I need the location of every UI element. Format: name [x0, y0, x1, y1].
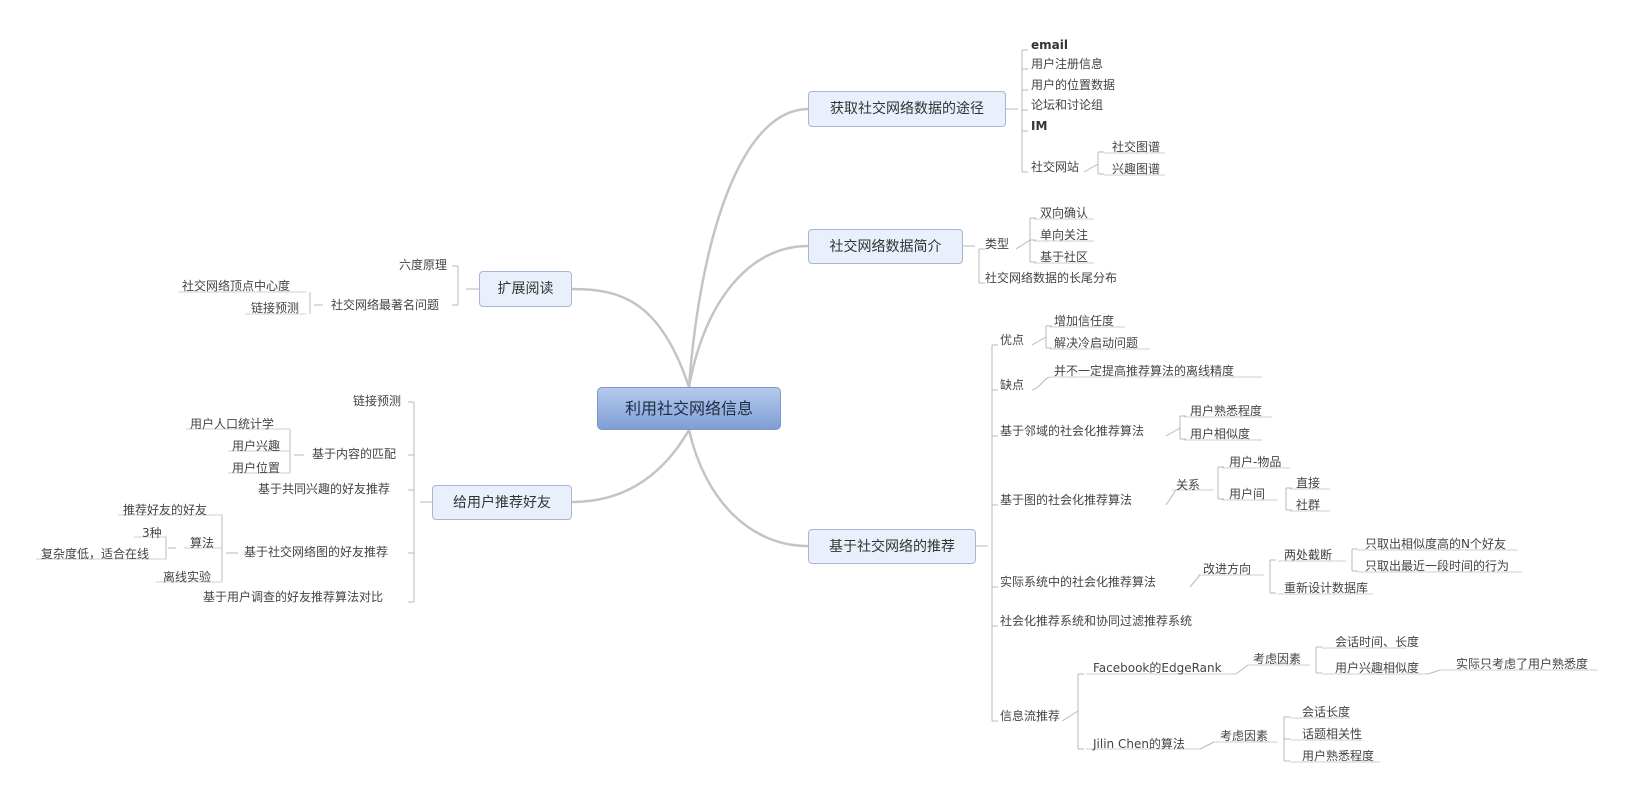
leaf-pros[interactable]: 优点 [1000, 333, 1025, 347]
topic-friend-recommend[interactable]: 给用户推荐好友 [432, 485, 572, 520]
leaf-cold-start[interactable]: 解决冷启动问题 [1054, 336, 1139, 350]
leaf-location-data[interactable]: 用户的位置数据 [1031, 78, 1116, 92]
leaf-recent-behavior[interactable]: 只取出最近一段时间的行为 [1365, 559, 1510, 573]
leaf-direct[interactable]: 直接 [1296, 476, 1321, 490]
leaf-neighborhood-algo[interactable]: 基于邻域的社会化推荐算法 [1000, 424, 1145, 438]
leaf-session-length[interactable]: 会话长度 [1302, 705, 1351, 719]
leaf-user-similarity[interactable]: 用户相似度 [1190, 427, 1251, 441]
link-graph-stem [1165, 489, 1177, 506]
leaf-forums[interactable]: 论坛和讨论组 [1031, 98, 1104, 112]
leaf-email[interactable]: email [1031, 38, 1068, 52]
leaf-common-interest[interactable]: 基于共同兴趣的好友推荐 [258, 482, 391, 496]
leaf-user-familiarity[interactable]: 用户熟悉程度 [1190, 404, 1263, 418]
link-feed-stem [1061, 710, 1079, 722]
link-pros-stem [1031, 336, 1047, 346]
leaf-cons[interactable]: 缺点 [1000, 378, 1025, 392]
leaf-community[interactable]: 社群 [1296, 498, 1321, 512]
leaf-feed-recommend[interactable]: 信息流推荐 [1000, 709, 1061, 723]
leaf-session-time[interactable]: 会话时间、长度 [1335, 635, 1420, 649]
leaf-social-site[interactable]: 社交网站 [1031, 160, 1080, 174]
leaf-user-user[interactable]: 用户间 [1229, 487, 1266, 501]
leaf-graph-friend[interactable]: 基于社交网络图的好友推荐 [244, 545, 389, 559]
leaf-only-familiarity[interactable]: 实际只考虑了用户熟悉度 [1456, 657, 1589, 671]
link-neigh-stem [1165, 427, 1181, 437]
leaf-social-vs-cf[interactable]: 社会化推荐系统和协同过滤推荐系统 [1000, 614, 1193, 628]
leaf-jc-familiarity[interactable]: 用户熟悉程度 [1302, 749, 1375, 763]
leaf-topic-relevance[interactable]: 话题相关性 [1302, 727, 1363, 741]
leaf-social-graph[interactable]: 社交图谱 [1112, 140, 1161, 154]
link-site-stem [1083, 163, 1099, 173]
leaf-user-item[interactable]: 用户-物品 [1229, 455, 1282, 469]
topic-data-intro[interactable]: 社交网络数据简介 [808, 229, 963, 264]
leaf-content-match[interactable]: 基于内容的匹配 [312, 447, 397, 461]
leaf-mutual-confirm[interactable]: 双向确认 [1040, 206, 1089, 220]
leaf-relation[interactable]: 关系 [1176, 478, 1201, 492]
leaf-offline-precision[interactable]: 并不一定提高推荐算法的离线精度 [1054, 364, 1235, 378]
leaf-demographics[interactable]: 用户人口统计学 [190, 417, 275, 431]
leaf-low-complexity[interactable]: 复杂度低，适合在线 [41, 547, 150, 561]
leaf-long-tail[interactable]: 社交网络数据的长尾分布 [985, 271, 1118, 285]
leaf-trust[interactable]: 增加信任度 [1054, 314, 1115, 328]
leaf-link-prediction[interactable]: 链接预测 [353, 394, 402, 408]
link-cons-stem [1031, 376, 1051, 391]
leaf-three-kinds[interactable]: 3种 [142, 526, 162, 540]
leaf-type[interactable]: 类型 [985, 237, 1010, 251]
leaf-link-prediction-reading[interactable]: 链接预测 [251, 301, 300, 315]
link-root-access [687, 107, 809, 388]
topic-extended-reading[interactable]: 扩展阅读 [479, 271, 572, 307]
leaf-interest-similarity[interactable]: 用户兴趣相似度 [1335, 661, 1420, 675]
leaf-top-n-friends[interactable]: 只取出相似度高的N个好友 [1365, 537, 1506, 551]
leaf-redesign-db[interactable]: 重新设计数据库 [1284, 581, 1369, 595]
leaf-two-cuts[interactable]: 两处截断 [1284, 548, 1333, 562]
topic-access-paths[interactable]: 获取社交网络数据的途径 [808, 91, 1006, 127]
leaf-improve-direction[interactable]: 改进方向 [1203, 562, 1252, 576]
link-type-stem [1015, 239, 1031, 250]
leaf-real-system-algo[interactable]: 实际系统中的社会化推荐算法 [1000, 575, 1157, 589]
leaf-im[interactable]: IM [1031, 119, 1048, 133]
leaf-one-way-follow[interactable]: 单向关注 [1040, 228, 1089, 242]
leaf-six-degrees[interactable]: 六度原理 [399, 258, 448, 272]
root-topic[interactable]: 利用社交网络信息 [597, 387, 781, 430]
leaf-famous-problem[interactable]: 社交网络最著名问题 [331, 298, 440, 312]
link-root-recommend [687, 429, 809, 548]
topic-social-recommend[interactable]: 基于社交网络的推荐 [808, 529, 976, 564]
leaf-registration-info[interactable]: 用户注册信息 [1031, 57, 1104, 71]
leaf-graph-algo[interactable]: 基于图的社会化推荐算法 [1000, 493, 1133, 507]
leaf-user-interest[interactable]: 用户兴趣 [232, 439, 281, 453]
leaf-survey-compare[interactable]: 基于用户调查的好友推荐算法对比 [203, 590, 384, 604]
leaf-user-location[interactable]: 用户位置 [232, 461, 281, 475]
link-realsys-stem [1189, 574, 1201, 588]
leaf-friends-of-friends[interactable]: 推荐好友的好友 [123, 503, 208, 517]
link-root-friends [571, 429, 691, 504]
leaf-interest-graph[interactable]: 兴趣图谱 [1112, 162, 1161, 176]
link-root-reading [571, 287, 691, 388]
leaf-jc-factors[interactable]: 考虑因素 [1220, 729, 1269, 743]
leaf-edgerank[interactable]: Facebook的EdgeRank [1093, 661, 1222, 675]
leaf-vertex-centrality[interactable]: 社交网络顶点中心度 [182, 279, 291, 293]
leaf-offline-experiment[interactable]: 离线实验 [163, 570, 212, 584]
leaf-algorithm[interactable]: 算法 [190, 536, 215, 550]
link-fb-note [1427, 669, 1441, 675]
leaf-fb-factors[interactable]: 考虑因素 [1253, 652, 1302, 666]
leaf-community-based[interactable]: 基于社区 [1040, 250, 1089, 264]
link-root-intro [687, 244, 809, 388]
leaf-jilin-chen[interactable]: Jilin Chen的算法 [1093, 737, 1185, 751]
link-fb-factor [1235, 664, 1249, 675]
link-jc-factor [1199, 741, 1215, 750]
